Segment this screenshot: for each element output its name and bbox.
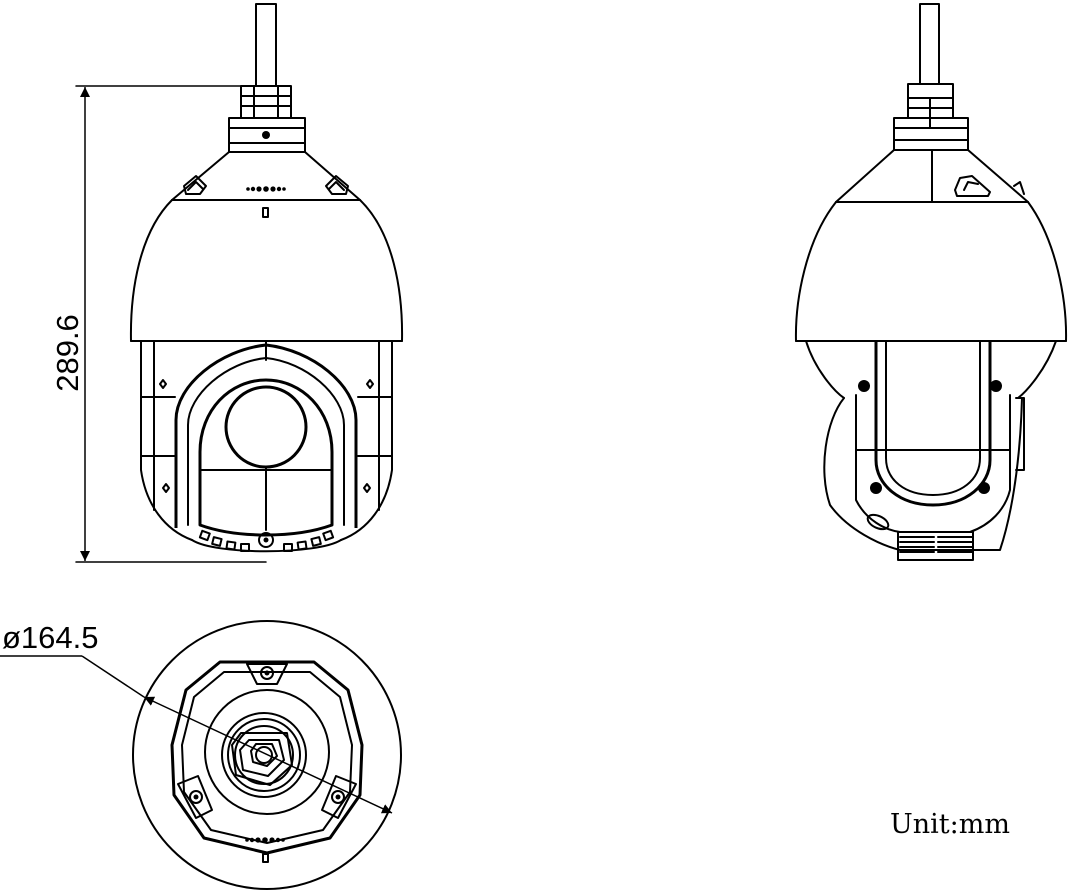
side-top-cone	[835, 149, 1029, 203]
height-dimension: 289.6	[50, 85, 267, 563]
side-dome	[794, 201, 1068, 342]
height-dimension-label: 289.6	[50, 314, 85, 392]
side-u-bracket	[858, 340, 1002, 507]
front-view: 289.6	[50, 3, 404, 563]
front-ir-ring	[191, 529, 342, 553]
front-lens-window	[198, 378, 334, 537]
side-cable	[919, 3, 940, 85]
side-cable-gland	[907, 83, 954, 119]
front-top-cone	[171, 151, 361, 218]
top-mid-circle	[204, 689, 330, 815]
side-mount-flange	[893, 117, 969, 151]
top-gland-rings	[221, 712, 307, 798]
unit-label: Unit:mm	[890, 809, 1010, 840]
front-lens-housing	[174, 340, 358, 528]
side-view	[794, 3, 1068, 561]
front-mic-holes	[246, 186, 286, 192]
diameter-dimension-label: ø164.5	[2, 620, 99, 655]
front-lens	[224, 385, 308, 469]
top-view: ø164.5	[0, 620, 402, 890]
front-cable-gland	[240, 85, 292, 119]
side-lower-housing	[805, 340, 1057, 551]
front-cable	[255, 3, 277, 87]
diameter-dimension: ø164.5	[0, 620, 393, 814]
front-dome	[129, 199, 404, 342]
front-lower-housing	[140, 340, 393, 541]
top-outer-circle	[132, 620, 402, 890]
front-mount-flange	[228, 117, 306, 153]
top-mic-holes	[245, 837, 285, 863]
side-bottom-vents	[866, 513, 974, 561]
